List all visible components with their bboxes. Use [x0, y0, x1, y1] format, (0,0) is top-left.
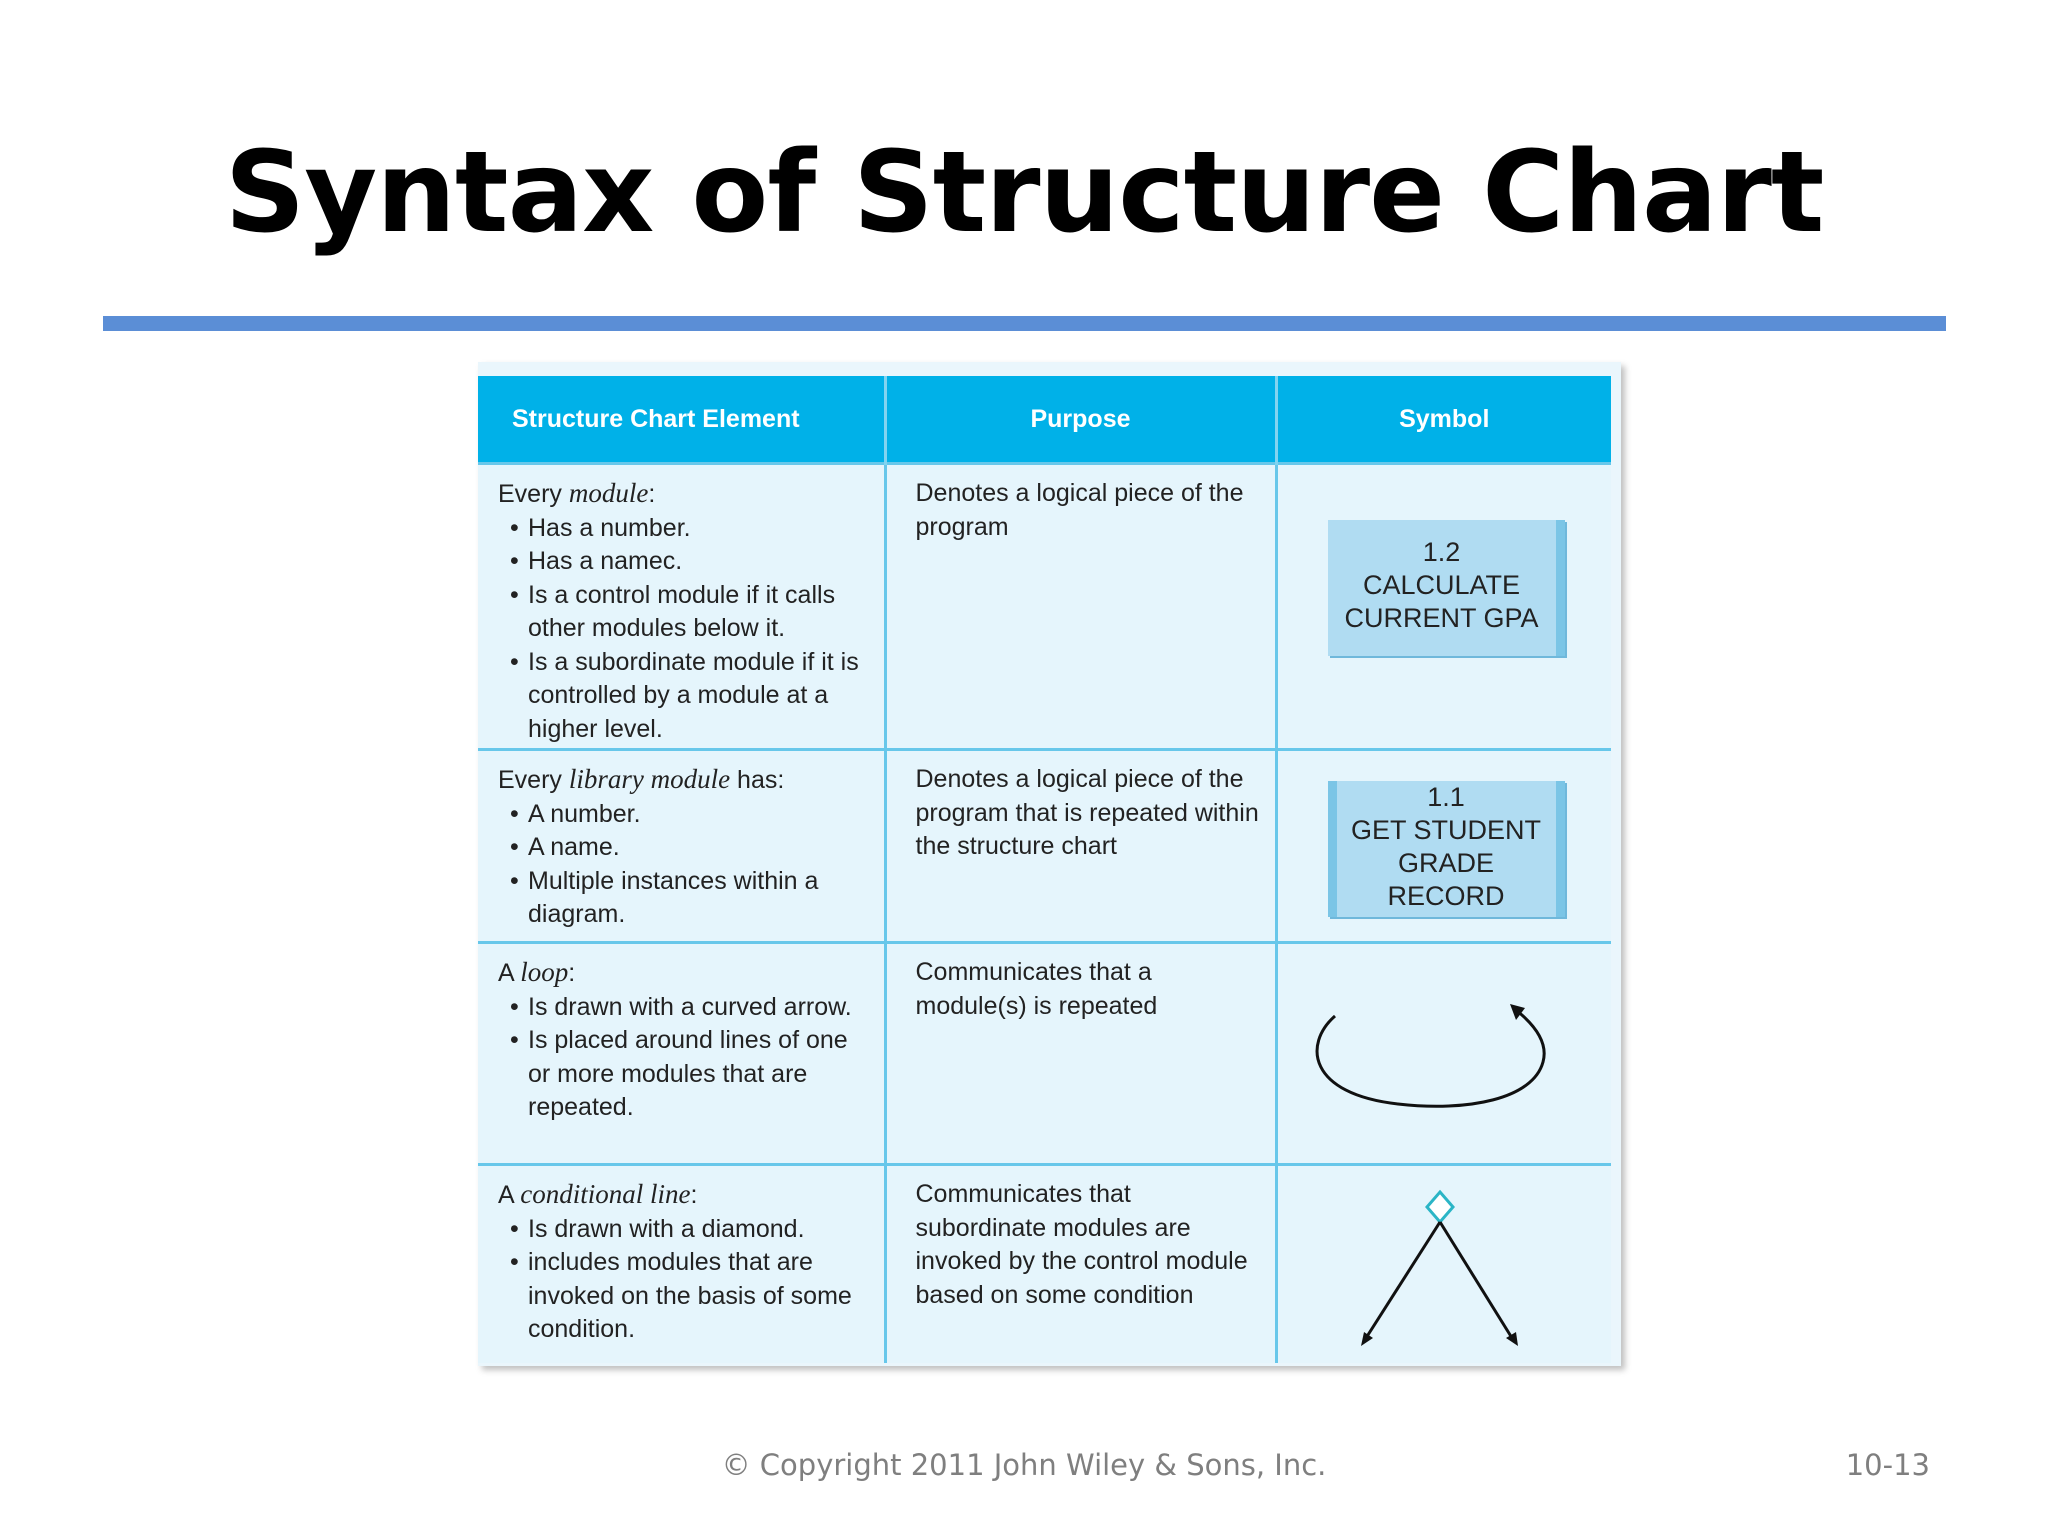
table-row-library-module: Every library module has: A number. A na… — [478, 748, 1611, 943]
element-intro: A loop: — [498, 957, 576, 987]
element-bullets: A number. A name. Multiple instances wit… — [498, 798, 876, 932]
table-row-module: Every module: Has a number. Has a namec.… — [478, 462, 1611, 750]
symbol-cell: 1.1 GET STUDENT GRADE RECORD — [1276, 748, 1611, 943]
purpose-cell: Denotes a logical piece of the program t… — [885, 748, 1278, 943]
module-name-line: CURRENT GPA — [1344, 603, 1539, 633]
element-bullets: Is drawn with a diamond. includes module… — [498, 1213, 876, 1347]
purpose-cell: Communicates that subordinate modules ar… — [885, 1163, 1278, 1363]
symbol-cell — [1276, 941, 1611, 1165]
purpose-cell: Denotes a logical piece of the program — [885, 462, 1278, 750]
module-name-line: CALCULATE — [1362, 570, 1521, 600]
element-intro: A conditional line: — [498, 1179, 698, 1209]
purpose-text: Communicates that a module(s) is repeate… — [915, 958, 1158, 1020]
footer-copyright: © Copyright 2011 John Wiley & Sons, Inc. — [721, 1448, 1327, 1482]
element-cell: Every module: Has a number. Has a namec.… — [478, 462, 887, 750]
bullet-item: Has a number. — [498, 512, 876, 546]
purpose-text: Communicates that subordinate modules ar… — [915, 1180, 1248, 1309]
title-divider — [103, 316, 1946, 331]
element-cell: Every library module has: A number. A na… — [478, 748, 887, 943]
bullet-item: Has a namec. — [498, 545, 876, 579]
module-symbol: 1.2 CALCULATE CURRENT GPA — [1327, 520, 1565, 656]
curved-arrow-icon — [1315, 1004, 1546, 1108]
module-name-line: GET STUDENT — [1350, 815, 1541, 845]
element-intro: Every module: — [498, 478, 656, 508]
table-row-loop: A loop: Is drawn with a curved arrow. Is… — [478, 941, 1611, 1165]
bullet-item: Is a subordinate module if it is control… — [498, 646, 876, 747]
table-header-row: Structure Chart Element Purpose Symbol — [478, 376, 1611, 464]
element-cell: A conditional line: Is drawn with a diam… — [478, 1163, 887, 1363]
element-bullets: Has a number. Has a namec. Is a control … — [498, 512, 876, 747]
bullet-item: A name. — [498, 831, 876, 865]
purpose-cell: Communicates that a module(s) is repeate… — [885, 941, 1278, 1165]
library-module-symbol: 1.1 GET STUDENT GRADE RECORD — [1327, 781, 1565, 917]
bullet-item: Multiple instances within a diagram. — [498, 865, 876, 932]
symbol-cell — [1276, 1163, 1611, 1363]
bullet-item: A number. — [498, 798, 876, 832]
page-number: 10-13 — [1845, 1448, 1930, 1482]
header-symbol: Symbol — [1276, 376, 1611, 464]
slide-title: Syntax of Structure Chart — [224, 128, 1825, 258]
structure-chart-table: Structure Chart Element Purpose Symbol E… — [478, 376, 1611, 1363]
module-number: 1.2 — [1422, 537, 1461, 567]
bullet-item: Is drawn with a curved arrow. — [498, 991, 876, 1025]
module-name-line: GRADE — [1397, 848, 1495, 878]
table-row-conditional-line: A conditional line: Is drawn with a diam… — [478, 1163, 1611, 1363]
purpose-text: Denotes a logical piece of the program t… — [915, 765, 1259, 860]
element-bullets: Is drawn with a curved arrow. Is placed … — [498, 991, 876, 1125]
diamond-branch-icon — [1360, 1189, 1518, 1346]
bullet-item: Is drawn with a diamond. — [498, 1213, 876, 1247]
module-number: 1.1 — [1427, 782, 1465, 812]
bullet-item: Is a control module if it calls other mo… — [498, 579, 876, 646]
purpose-text: Denotes a logical piece of the program — [915, 479, 1244, 541]
header-purpose: Purpose — [885, 376, 1278, 464]
bullet-item: includes modules that are invoked on the… — [498, 1246, 876, 1347]
symbol-cell: 1.2 CALCULATE CURRENT GPA — [1276, 462, 1611, 750]
bullet-item: Is placed around lines of one or more mo… — [498, 1024, 876, 1125]
structure-chart-table-figure: Structure Chart Element Purpose Symbol E… — [478, 362, 1621, 1366]
header-element: Structure Chart Element — [478, 376, 887, 464]
module-name-line: RECORD — [1387, 881, 1505, 911]
element-cell: A loop: Is drawn with a curved arrow. Is… — [478, 941, 887, 1165]
element-intro: Every library module has: — [498, 764, 785, 794]
